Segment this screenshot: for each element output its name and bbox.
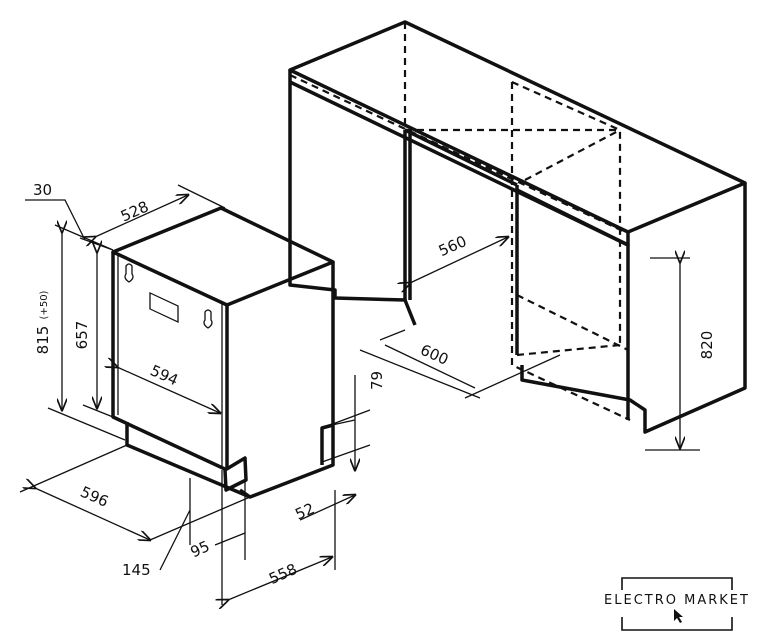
dim-niche-height: 820 [698, 331, 716, 360]
cursor-icon [674, 609, 683, 623]
dim-door-width: 594 [147, 361, 180, 389]
dimension-lines [19, 184, 700, 605]
dim-width-outer: 596 [78, 483, 111, 511]
dim-niche-depth: 560 [436, 232, 469, 260]
dim-plinth-height: 79 [368, 371, 386, 390]
electro-market-logo: ELECTRO MARKET [604, 577, 750, 631]
dishwasher [111, 206, 335, 499]
dim-niche-width: 600 [418, 341, 451, 369]
dim-gap-top: 30 [33, 181, 52, 199]
dim-height-adjust: (+50) [39, 290, 50, 319]
dim-feet: 145 [122, 561, 151, 579]
kitchen-cabinet [288, 20, 747, 434]
logo-text: ELECTRO MARKET [604, 593, 750, 608]
dim-plinth-offset: 52 [292, 499, 317, 523]
dim-depth-top: 528 [118, 197, 151, 225]
dim-plinth-gap: 95 [188, 537, 213, 561]
dim-door-height: 657 [73, 321, 91, 350]
dim-depth-bottom: 558 [266, 560, 299, 588]
dim-height-total: 815 [34, 326, 52, 355]
